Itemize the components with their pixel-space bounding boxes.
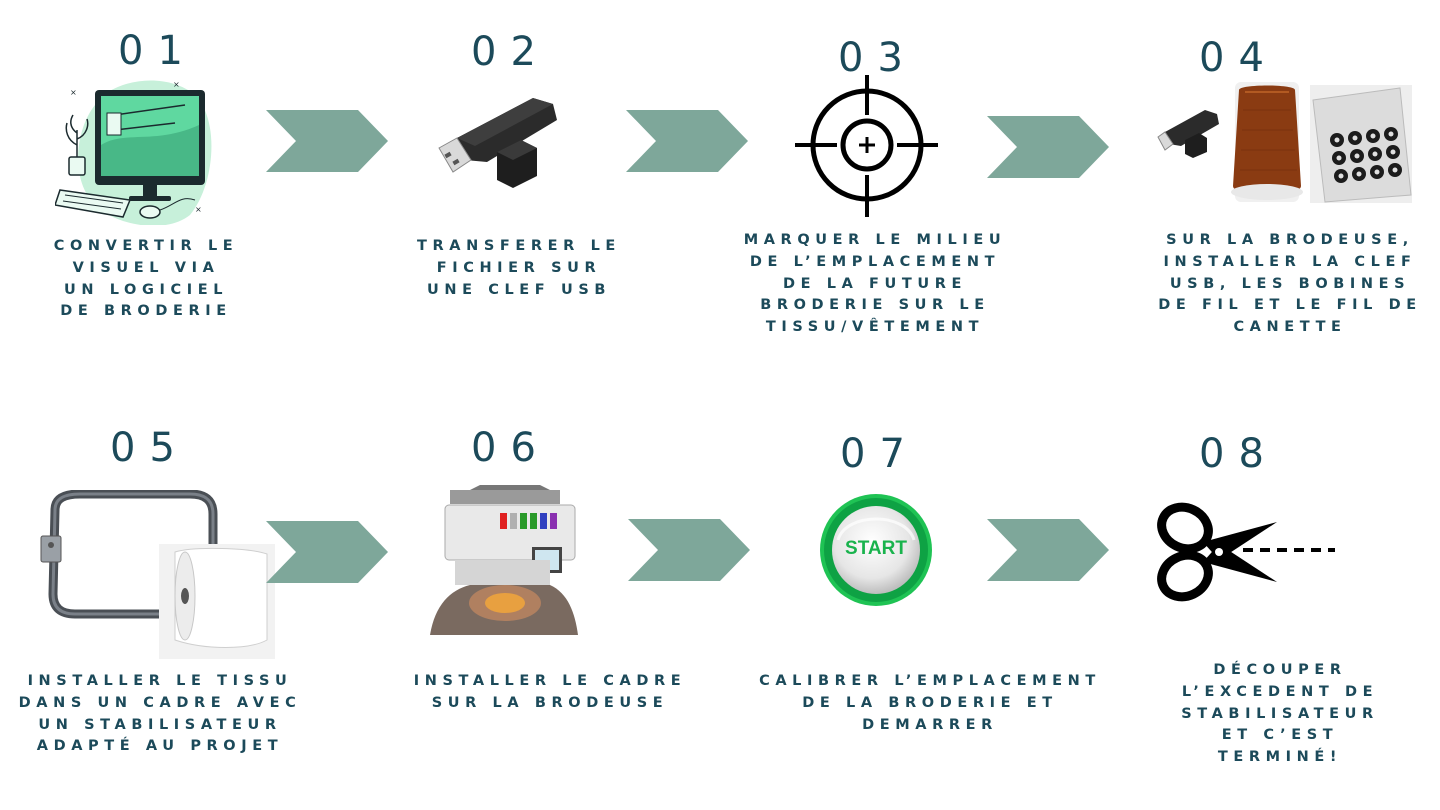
arrow-icon	[626, 110, 748, 172]
svg-text:×: ×	[70, 88, 77, 97]
step-4-number: 04	[1199, 35, 1278, 81]
embroidery-machine-icon	[430, 485, 578, 635]
svg-text:×: ×	[173, 80, 180, 89]
usb-key-icon	[438, 98, 557, 188]
step-7-number: 07	[840, 431, 919, 477]
start-label: START	[845, 538, 907, 559]
step-5-number: 05	[110, 425, 189, 471]
step-2-number: 02	[471, 29, 550, 75]
start-button-icon: START	[816, 490, 936, 610]
scissors-icon	[1157, 502, 1335, 602]
arrow-icon	[266, 110, 388, 172]
embroidery-hoop-icon	[40, 490, 275, 659]
svg-text:×: ×	[195, 205, 202, 214]
step-6-number: 06	[471, 425, 550, 471]
arrow-icon	[987, 116, 1109, 178]
computer-icon: × × ×	[55, 80, 212, 225]
step-1-number: 01	[118, 28, 197, 74]
step-3-number: 03	[838, 35, 917, 81]
arrow-icon	[628, 519, 750, 581]
crosshair-icon	[795, 75, 938, 217]
arrow-icon	[987, 519, 1109, 581]
arrow-icon	[266, 521, 388, 583]
thread-spool-icon	[1157, 82, 1412, 203]
step-8-number: 08	[1199, 431, 1278, 477]
